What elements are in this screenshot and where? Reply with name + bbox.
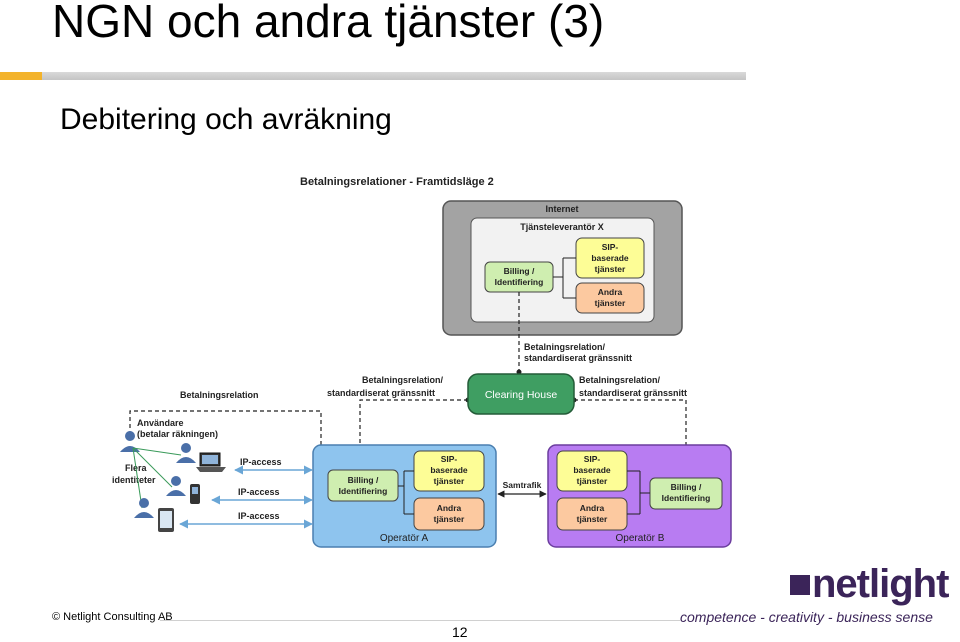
internet-sip-line2: baserade: [591, 253, 629, 263]
user-link-3: [132, 447, 143, 509]
operator-b-bracket: [627, 470, 650, 515]
operator-b-billing-line2: Identifiering: [662, 493, 711, 503]
operator-b-sip-line1: SIP-: [584, 454, 601, 464]
diagram-heading: Betalningsrelationer - Framtidsläge 2: [300, 176, 494, 188]
copyright: © Netlight Consulting AB: [52, 611, 173, 623]
operator-b-sip-line3: tjänster: [577, 476, 608, 486]
clearing-house-label: Clearing House: [485, 389, 558, 401]
title-divider-bar: [42, 72, 746, 80]
operator-a-bracket: [398, 470, 414, 515]
operator-a-other-line2: tjänster: [434, 514, 465, 524]
relation-top-line2: standardiserat gränssnitt: [524, 353, 632, 363]
operator-b-sip-line2: baserade: [573, 465, 611, 475]
multiple-identities-line2: identiteter: [112, 475, 156, 485]
user-link-1: [132, 447, 182, 456]
operator-a-billing-line1: Billing /: [348, 475, 379, 485]
relation-right-line1: Betalningsrelation/: [579, 375, 661, 385]
user-identity-3-icon: [134, 498, 154, 518]
operator-b-label: Operatör B: [616, 533, 665, 544]
operator-b-billing-line1: Billing /: [671, 482, 702, 492]
relation-top-line1: Betalningsrelation/: [524, 342, 606, 352]
internet-other-line1: Andra: [598, 287, 623, 297]
title-divider-accent: [0, 72, 42, 80]
internet-billing-line1: Billing /: [504, 266, 535, 276]
tagline: competence - creativity - business sense: [680, 609, 933, 625]
payment-relation-line: [129, 410, 322, 480]
relation-left-line1: Betalningsrelation/: [362, 375, 444, 385]
internet-other-line2: tjänster: [595, 298, 626, 308]
relation-line-left: [359, 399, 468, 445]
user-line1: Användare: [137, 418, 184, 428]
slide-subtitle: Debitering och avräkning: [60, 103, 392, 136]
operator-a-sip-line3: tjänster: [434, 476, 465, 486]
ip-access-label-3: IP-access: [238, 511, 280, 521]
payment-relation-label: Betalningsrelation: [180, 390, 259, 400]
internet-bracket: [553, 257, 576, 299]
operator-a-other-line1: Andra: [437, 503, 462, 513]
user-link-2: [132, 447, 173, 488]
provider-label: Tjänsteleverantör X: [520, 222, 604, 232]
interconnect-label: Samtrafik: [503, 480, 542, 490]
operator-a-billing-line2: Identifiering: [339, 486, 388, 496]
operator-a-sip-line1: SIP-: [441, 454, 458, 464]
mobile-phone-icon: [190, 484, 200, 504]
internet-sip-line1: SIP-: [602, 242, 619, 252]
title-divider: [0, 72, 746, 80]
user-identity-1-icon: [176, 443, 196, 463]
operator-a-sip-line2: baserade: [430, 465, 468, 475]
internet-label: Internet: [545, 204, 578, 214]
clearing-house-box: [467, 373, 575, 415]
netlight-logo: netlight: [812, 562, 949, 606]
operator-b-other-line1: Andra: [580, 503, 605, 513]
user-line2: (betalar räkningen): [137, 429, 218, 439]
user-identity-2-icon: [166, 476, 186, 496]
laptop-icon: [196, 452, 226, 472]
ip-access-label-2: IP-access: [238, 487, 280, 497]
operator-a-label: Operatör A: [380, 533, 429, 544]
relation-left-line2: standardiserat gränssnitt: [327, 388, 435, 398]
operator-b-other-line2: tjänster: [577, 514, 608, 524]
page-number: 12: [452, 624, 468, 640]
relation-right-line2: standardiserat gränssnitt: [579, 388, 687, 398]
footer-divider: [160, 620, 680, 621]
slide-title: NGN och andra tjänster (3): [52, 0, 605, 47]
ip-access-label-1: IP-access: [240, 457, 282, 467]
netlight-logo-mark: [790, 575, 810, 595]
internet-billing-line2: Identifiering: [495, 277, 544, 287]
tablet-icon: [158, 508, 174, 532]
internet-sip-line3: tjänster: [595, 264, 626, 274]
